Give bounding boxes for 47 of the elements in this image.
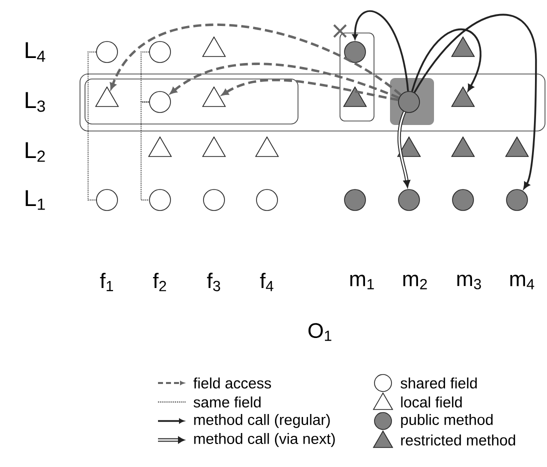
column-label: m$_{3}$: [457, 274, 481, 290]
column-label: f$_{4}$: [260, 272, 274, 292]
circle: [256, 189, 278, 211]
rounded-box: [84, 78, 298, 124]
dashed-arrow: [170, 62, 400, 99]
legend-text: local field: [401, 396, 462, 408]
circle: [506, 189, 528, 211]
legend-text: restricted method: [401, 434, 516, 446]
arrow: [414, 14, 537, 189]
circle: [398, 91, 420, 113]
legend-text: same field: [194, 396, 261, 408]
double-arrow: [397, 111, 410, 188]
arrow: [411, 28, 482, 92]
column-label: m$_{4}$: [510, 274, 534, 290]
dashed-arrow: [222, 78, 399, 102]
rounded-box: [340, 32, 374, 122]
circle: [149, 91, 171, 113]
dotted-bracket: [140, 52, 150, 102]
legend-text: public method: [401, 414, 493, 428]
circle: [398, 189, 420, 211]
level-label: L$_{2}$: [26, 142, 45, 162]
circle: [452, 189, 474, 211]
column-label: m$_{2}$: [403, 274, 427, 290]
column-label: f$_{3}$: [207, 272, 220, 292]
circle: [344, 41, 366, 63]
column-label: f$_{2}$: [153, 272, 166, 292]
dotted-bracket: [88, 52, 97, 200]
column-label: m$_{1}$: [350, 274, 374, 290]
circle: [203, 189, 225, 211]
level-label: L$_{3}$: [26, 92, 45, 112]
circle: [96, 189, 118, 211]
dashed-arrow: [110, 24, 402, 96]
circle: [149, 41, 171, 63]
dotted-bracket: [140, 102, 150, 200]
legend-text: field access: [193, 378, 271, 388]
circle: [96, 41, 118, 63]
legend-text: method call (via next): [194, 433, 335, 447]
rounded-box: [80, 74, 546, 132]
level-label: L$_{1}$: [26, 190, 45, 210]
legend-text: shared field: [400, 378, 477, 388]
level-label: L$_{4}$: [26, 42, 46, 62]
object-label: O$_{1}$: [308, 323, 332, 341]
circle: [344, 189, 366, 211]
column-label: f$_{1}$: [100, 272, 114, 292]
legend-text: method call (regular): [194, 414, 330, 428]
circle: [149, 189, 171, 211]
arrow: [352, 10, 409, 92]
